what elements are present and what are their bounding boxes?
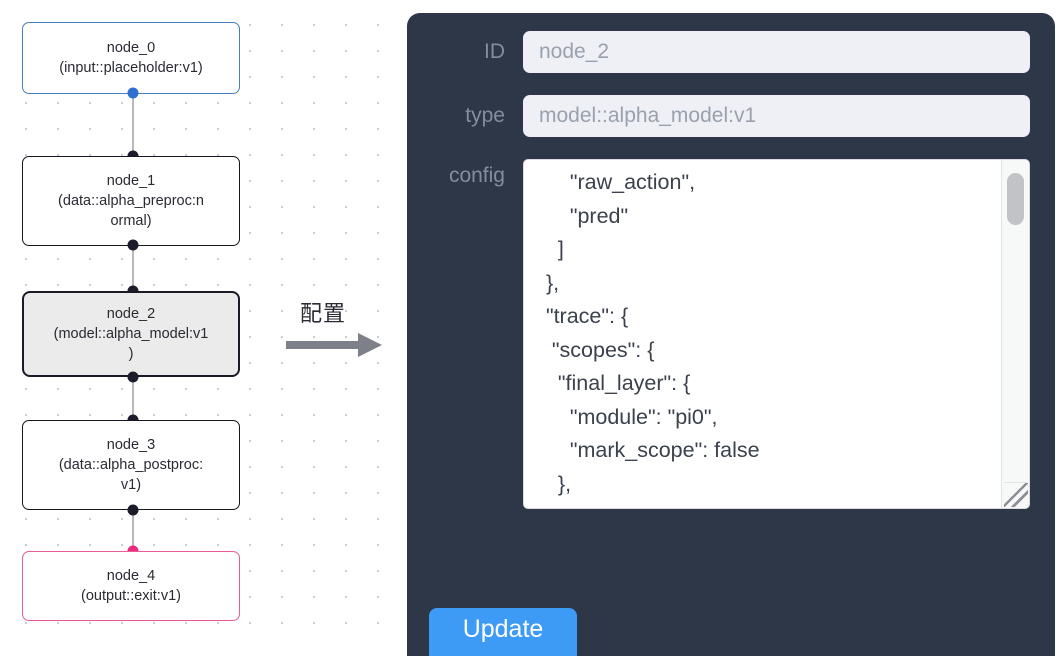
graph-node-label: node_1 (data::alpha_preproc:n ormal) <box>58 173 204 229</box>
resize-handle-icon[interactable] <box>1004 482 1028 507</box>
graph-node-label: node_2 (model::alpha_model:v1 ) <box>53 306 209 362</box>
edge-node2-node3 <box>132 376 134 421</box>
field-row-id: ID <box>413 31 1030 73</box>
field-row-type: type <box>413 95 1030 137</box>
port-node_2-out[interactable] <box>127 371 139 383</box>
right-arrow-icon <box>286 333 382 357</box>
config-annotation: 配置 <box>286 296 396 366</box>
config-textarea[interactable]: "raw_action", "pred" ] }, "trace": { "sc… <box>523 159 1030 509</box>
id-field-label: ID <box>484 40 505 63</box>
config-text-content[interactable]: "raw_action", "pred" ] }, "trace": { "sc… <box>545 170 760 508</box>
edge-node0-node1 <box>132 93 134 163</box>
config-scrollbar-thumb[interactable] <box>1007 173 1024 225</box>
edge-node3-node4 <box>132 509 134 551</box>
graph-node-node_2[interactable]: node_2 (model::alpha_model:v1 ) <box>22 291 240 377</box>
config-field-label: config <box>448 164 505 187</box>
type-input[interactable] <box>523 95 1030 137</box>
port-node_3-out[interactable] <box>127 504 139 516</box>
type-field-label: type <box>465 104 505 127</box>
graph-node-node_0[interactable]: node_0 (input::placeholder:v1) <box>22 22 240 94</box>
port-node_0-out[interactable] <box>127 87 139 99</box>
graph-node-label: node_3 (data::alpha_postproc: v1) <box>58 437 204 493</box>
field-row-config: config "raw_action", "pred" ] }, "trace"… <box>413 159 1030 509</box>
graph-node-label: node_0 (input::placeholder:v1) <box>59 40 203 76</box>
graph-node-node_4[interactable]: node_4 (output::exit:v1) <box>22 551 240 621</box>
config-scrollbar[interactable] <box>1001 160 1029 508</box>
update-button[interactable]: Update <box>429 608 577 656</box>
node-inspector-panel: ID type config "raw_action", "pred" ] },… <box>407 13 1055 656</box>
graph-node-label: node_4 (output::exit:v1) <box>81 568 181 604</box>
graph-node-node_3[interactable]: node_3 (data::alpha_postproc: v1) <box>22 420 240 510</box>
edge-node1-node2 <box>132 245 134 301</box>
port-node_1-out[interactable] <box>127 239 139 251</box>
node-graph[interactable]: node_0 (input::placeholder:v1) node_1 (d… <box>0 0 268 643</box>
id-input[interactable] <box>523 31 1030 73</box>
arrow-label: 配置 <box>300 302 347 327</box>
graph-node-node_1[interactable]: node_1 (data::alpha_preproc:n ormal) <box>22 156 240 246</box>
